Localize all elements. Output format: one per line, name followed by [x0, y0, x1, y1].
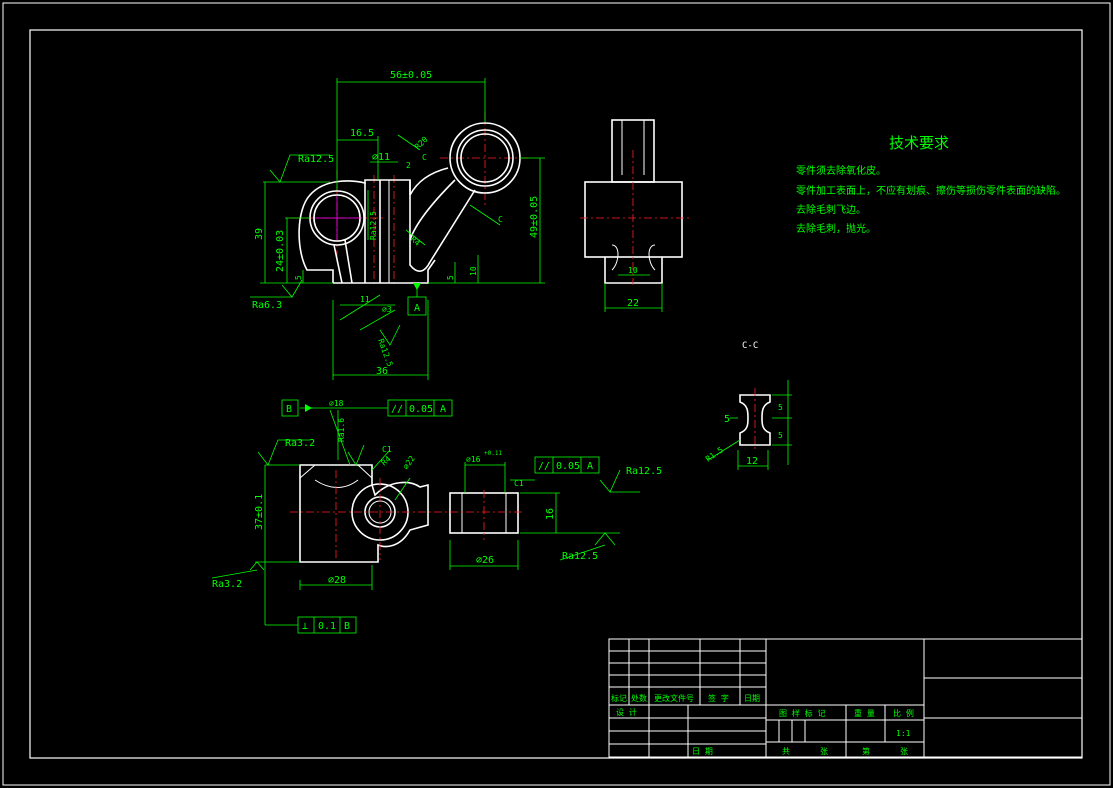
ra-1-6: Ra1.6 — [337, 418, 346, 442]
sec-dim-five-r1: 5 — [778, 403, 783, 412]
dim-phi16-tol: +0.11 — [484, 450, 502, 457]
requirement-2: 零件加工表面上，不应有划痕、擦伤等损伤零件表面的缺陷。 — [796, 184, 1066, 197]
tb-header-mark: 标记 — [611, 693, 627, 703]
dim-five-a: 5 — [294, 275, 303, 280]
tol2-value: 0.05 — [556, 461, 580, 472]
tol1-datum: A — [440, 404, 446, 415]
side-view — [580, 119, 690, 312]
tol2-datum: A — [587, 461, 593, 472]
dim-ten: 10 — [469, 266, 478, 276]
dim-24: 24±0.03 — [275, 230, 286, 272]
ra-12-5-top-left: Ra12.5 — [298, 154, 334, 165]
section-labels: 5 5 5 R1.5 12 — [704, 403, 783, 467]
tb-stage: 图 样 标 记 — [779, 708, 825, 718]
section-mark-c-top: C — [422, 153, 427, 162]
requirements-title: 技术要求 — [889, 134, 949, 152]
chamfer-c1-b: C1 — [514, 479, 524, 488]
tol3-datum: B — [344, 621, 350, 632]
tol1-value: 0.05 — [409, 404, 433, 415]
section-mark-c-right: C — [498, 215, 503, 224]
side-view-labels: 10 22 — [627, 266, 639, 309]
sec-dim-twelve: 12 — [746, 456, 758, 467]
title-block — [608, 638, 1083, 758]
side-dim-22: 22 — [627, 298, 639, 309]
datum-a: A — [414, 303, 420, 314]
requirement-1: 零件须去除氧化皮。 — [796, 164, 886, 177]
tb-sheets-total: 共 — [782, 747, 790, 756]
dim-phi16: ⌀16 — [466, 455, 481, 464]
tb-header-count: 处数 — [631, 693, 647, 703]
tb-design: 设 计 — [616, 707, 637, 717]
dim-39: 39 — [254, 228, 265, 240]
ra-6-3: Ra6.3 — [252, 300, 282, 311]
requirement-3: 去除毛刺飞边。 — [796, 203, 866, 216]
dim-five-b: 5 — [446, 275, 455, 280]
requirement-4: 去除毛刺，抛光。 — [796, 222, 876, 235]
title-block-labels: 标记 处数 更改文件号 签 字 日期 设 计 日 期 图 样 标 记 重 量 比… — [611, 693, 914, 756]
dim-37: 37±0.1 — [254, 494, 265, 530]
dim-phi11: ⌀11 — [372, 152, 390, 163]
ra-12-5-b: Ra12.5 — [562, 551, 598, 562]
ra-3-2-bottom: Ra3.2 — [212, 579, 242, 590]
tb-scale-value: 1:1 — [896, 729, 911, 738]
front-view-labels: 56±0.05 16.5 ⌀11 R20 2 C C 39 24±0.03 49… — [252, 70, 540, 377]
tb-scale: 比 例 — [893, 708, 914, 718]
dim-phi22: ⌀22 — [401, 454, 417, 471]
section-label: C-C — [742, 341, 758, 351]
top-view-labels: ⌀18 B // 0.05 A Ra1.6 Ra3.2 C1 R4 ⌀22 ⌀1… — [212, 399, 662, 632]
tol1-symbol: // — [391, 404, 403, 415]
dim-16: 16 — [545, 508, 556, 520]
sec-dim-r1-5: R1.5 — [704, 445, 725, 464]
top-dim-r4: R4 — [380, 454, 393, 467]
dim-49: 49±0.05 — [529, 196, 540, 238]
dim-phi26: ⌀26 — [476, 555, 494, 566]
tb-header-doc: 更改文件号 — [654, 693, 694, 703]
chamfer-c1-a: C1 — [382, 445, 392, 454]
dim-16-5: 16.5 — [350, 128, 374, 139]
sec-dim-five-left: 5 — [724, 414, 730, 425]
dim-eleven: 11 — [360, 295, 370, 304]
dim-phi3: ⌀3 — [382, 305, 392, 314]
tb-sheets-unit: 张 — [820, 747, 828, 756]
ra-12-5-mid: Ra12.5 — [369, 211, 378, 240]
tb-date: 日 期 — [692, 747, 713, 756]
ra-12-5-a: Ra12.5 — [626, 466, 662, 477]
datum-b: B — [286, 404, 292, 415]
tb-sheet-unit: 张 — [900, 747, 908, 756]
technical-requirements: 技术要求 零件须去除氧化皮。 零件加工表面上，不应有划痕、擦伤等损伤零件表面的缺… — [796, 134, 1066, 235]
tb-sheet-no: 第 — [862, 746, 870, 756]
tb-weight: 重 量 — [854, 708, 875, 718]
tol3-value: 0.1 — [318, 621, 336, 632]
section-c-c: C-C — [707, 341, 792, 470]
dim-width-total: 56±0.05 — [390, 70, 432, 81]
side-dim-ten: 10 — [628, 266, 638, 275]
inner-border — [29, 29, 1083, 759]
dim-phi18: ⌀18 — [329, 399, 344, 408]
ra-3-2-top: Ra3.2 — [285, 438, 315, 449]
tb-header-sign: 签 字 — [708, 693, 729, 703]
top-view — [211, 399, 640, 634]
tol2-symbol: // — [538, 461, 550, 472]
sec-dim-five-r2: 5 — [778, 431, 783, 440]
tol3-symbol: ⊥ — [302, 621, 308, 632]
dim-phi28: ⌀28 — [328, 575, 346, 586]
front-view — [250, 78, 545, 380]
dim-two: 2 — [406, 161, 411, 170]
tb-header-date: 日期 — [744, 694, 760, 703]
dim-r20: R20 — [413, 135, 430, 152]
dim-36: 36 — [376, 366, 388, 377]
